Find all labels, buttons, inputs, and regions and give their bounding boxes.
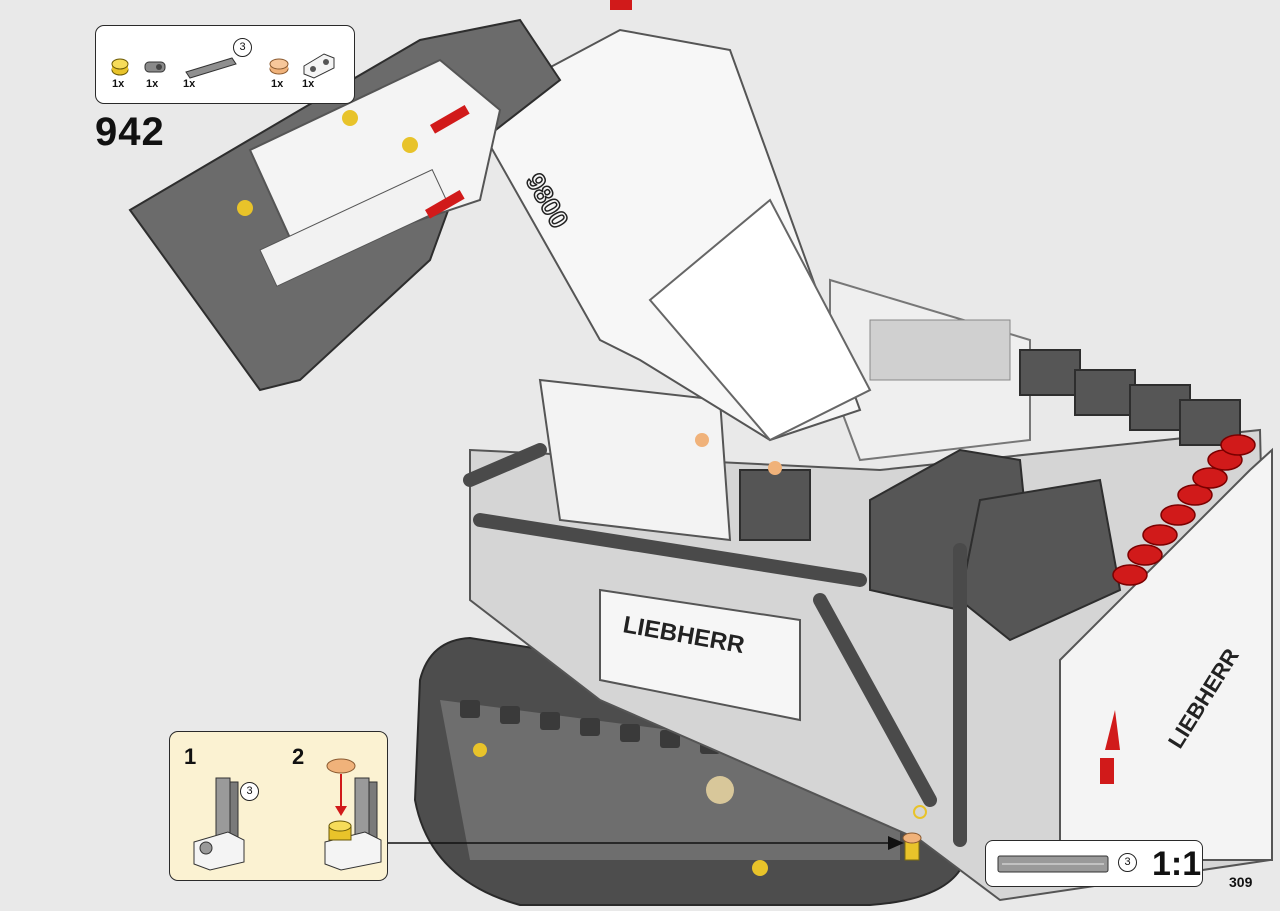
part-item: 1x 3	[182, 26, 252, 103]
part-quantity: 1x	[302, 78, 315, 90]
substep-number: 2	[292, 744, 305, 769]
superstructure: LIEBHERR LIEBHERR	[463, 278, 1273, 902]
part-item: 1x	[268, 26, 290, 103]
part-quantity: 1x	[183, 78, 196, 90]
yellow-round-tile-icon	[111, 58, 129, 76]
gray-axle-connector-icon	[144, 61, 166, 73]
gray-axle-3-icon	[185, 57, 237, 79]
gray-axle-scale-icon	[997, 855, 1109, 873]
part-item: 1x	[300, 26, 340, 103]
red-lights-row	[1112, 434, 1256, 586]
stick-arm	[128, 0, 632, 392]
scale-indicator: 3 1:1	[985, 840, 1203, 887]
axle-length-badge: 3	[1118, 853, 1137, 872]
axle-length-badge: 3	[240, 782, 259, 801]
white-liftarm-icon	[303, 53, 335, 79]
substep-number: 1	[184, 744, 197, 769]
boom-arm: 9800	[468, 28, 872, 442]
substep-2-assembly-icon	[324, 758, 382, 871]
step-number: 942	[95, 110, 165, 154]
substep-callout: 1 3 2	[169, 731, 388, 881]
tan-round-tile-icon	[269, 58, 289, 75]
substep-1-assembly-icon	[193, 777, 245, 871]
page-number: 309	[1229, 874, 1253, 890]
part-quantity: 1x	[271, 78, 284, 90]
part-quantity: 1x	[112, 78, 125, 90]
parts-list-callout: 1x 1x 1x 3 1x	[95, 25, 355, 104]
part-item: 1x	[142, 26, 168, 103]
scale-label: 1:1	[1152, 845, 1202, 883]
part-item: 1x	[109, 26, 131, 103]
axle-length-badge: 3	[233, 38, 252, 57]
part-quantity: 1x	[146, 78, 159, 90]
